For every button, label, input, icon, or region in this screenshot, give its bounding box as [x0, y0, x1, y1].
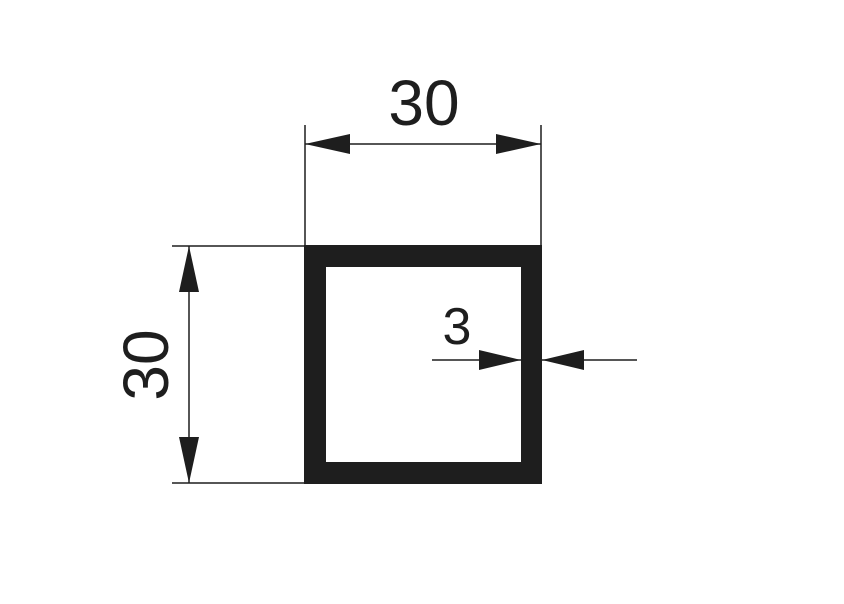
- height-arrow-top: [179, 246, 199, 292]
- width-arrow-left: [305, 134, 350, 154]
- width-arrow-right: [496, 134, 541, 154]
- width-dimension-label: 30: [388, 67, 459, 139]
- width-dimension: 30: [304, 67, 542, 245]
- wall-thickness-dimension: 3: [432, 298, 637, 370]
- thickness-arrow-right: [542, 350, 584, 370]
- wall-thickness-label: 3: [443, 298, 472, 356]
- height-dimension-label: 30: [110, 329, 182, 400]
- height-arrow-bottom: [179, 437, 199, 483]
- thickness-arrow-left: [479, 350, 521, 370]
- square-tube-profile: [304, 245, 542, 484]
- height-dimension: 30: [110, 245, 304, 484]
